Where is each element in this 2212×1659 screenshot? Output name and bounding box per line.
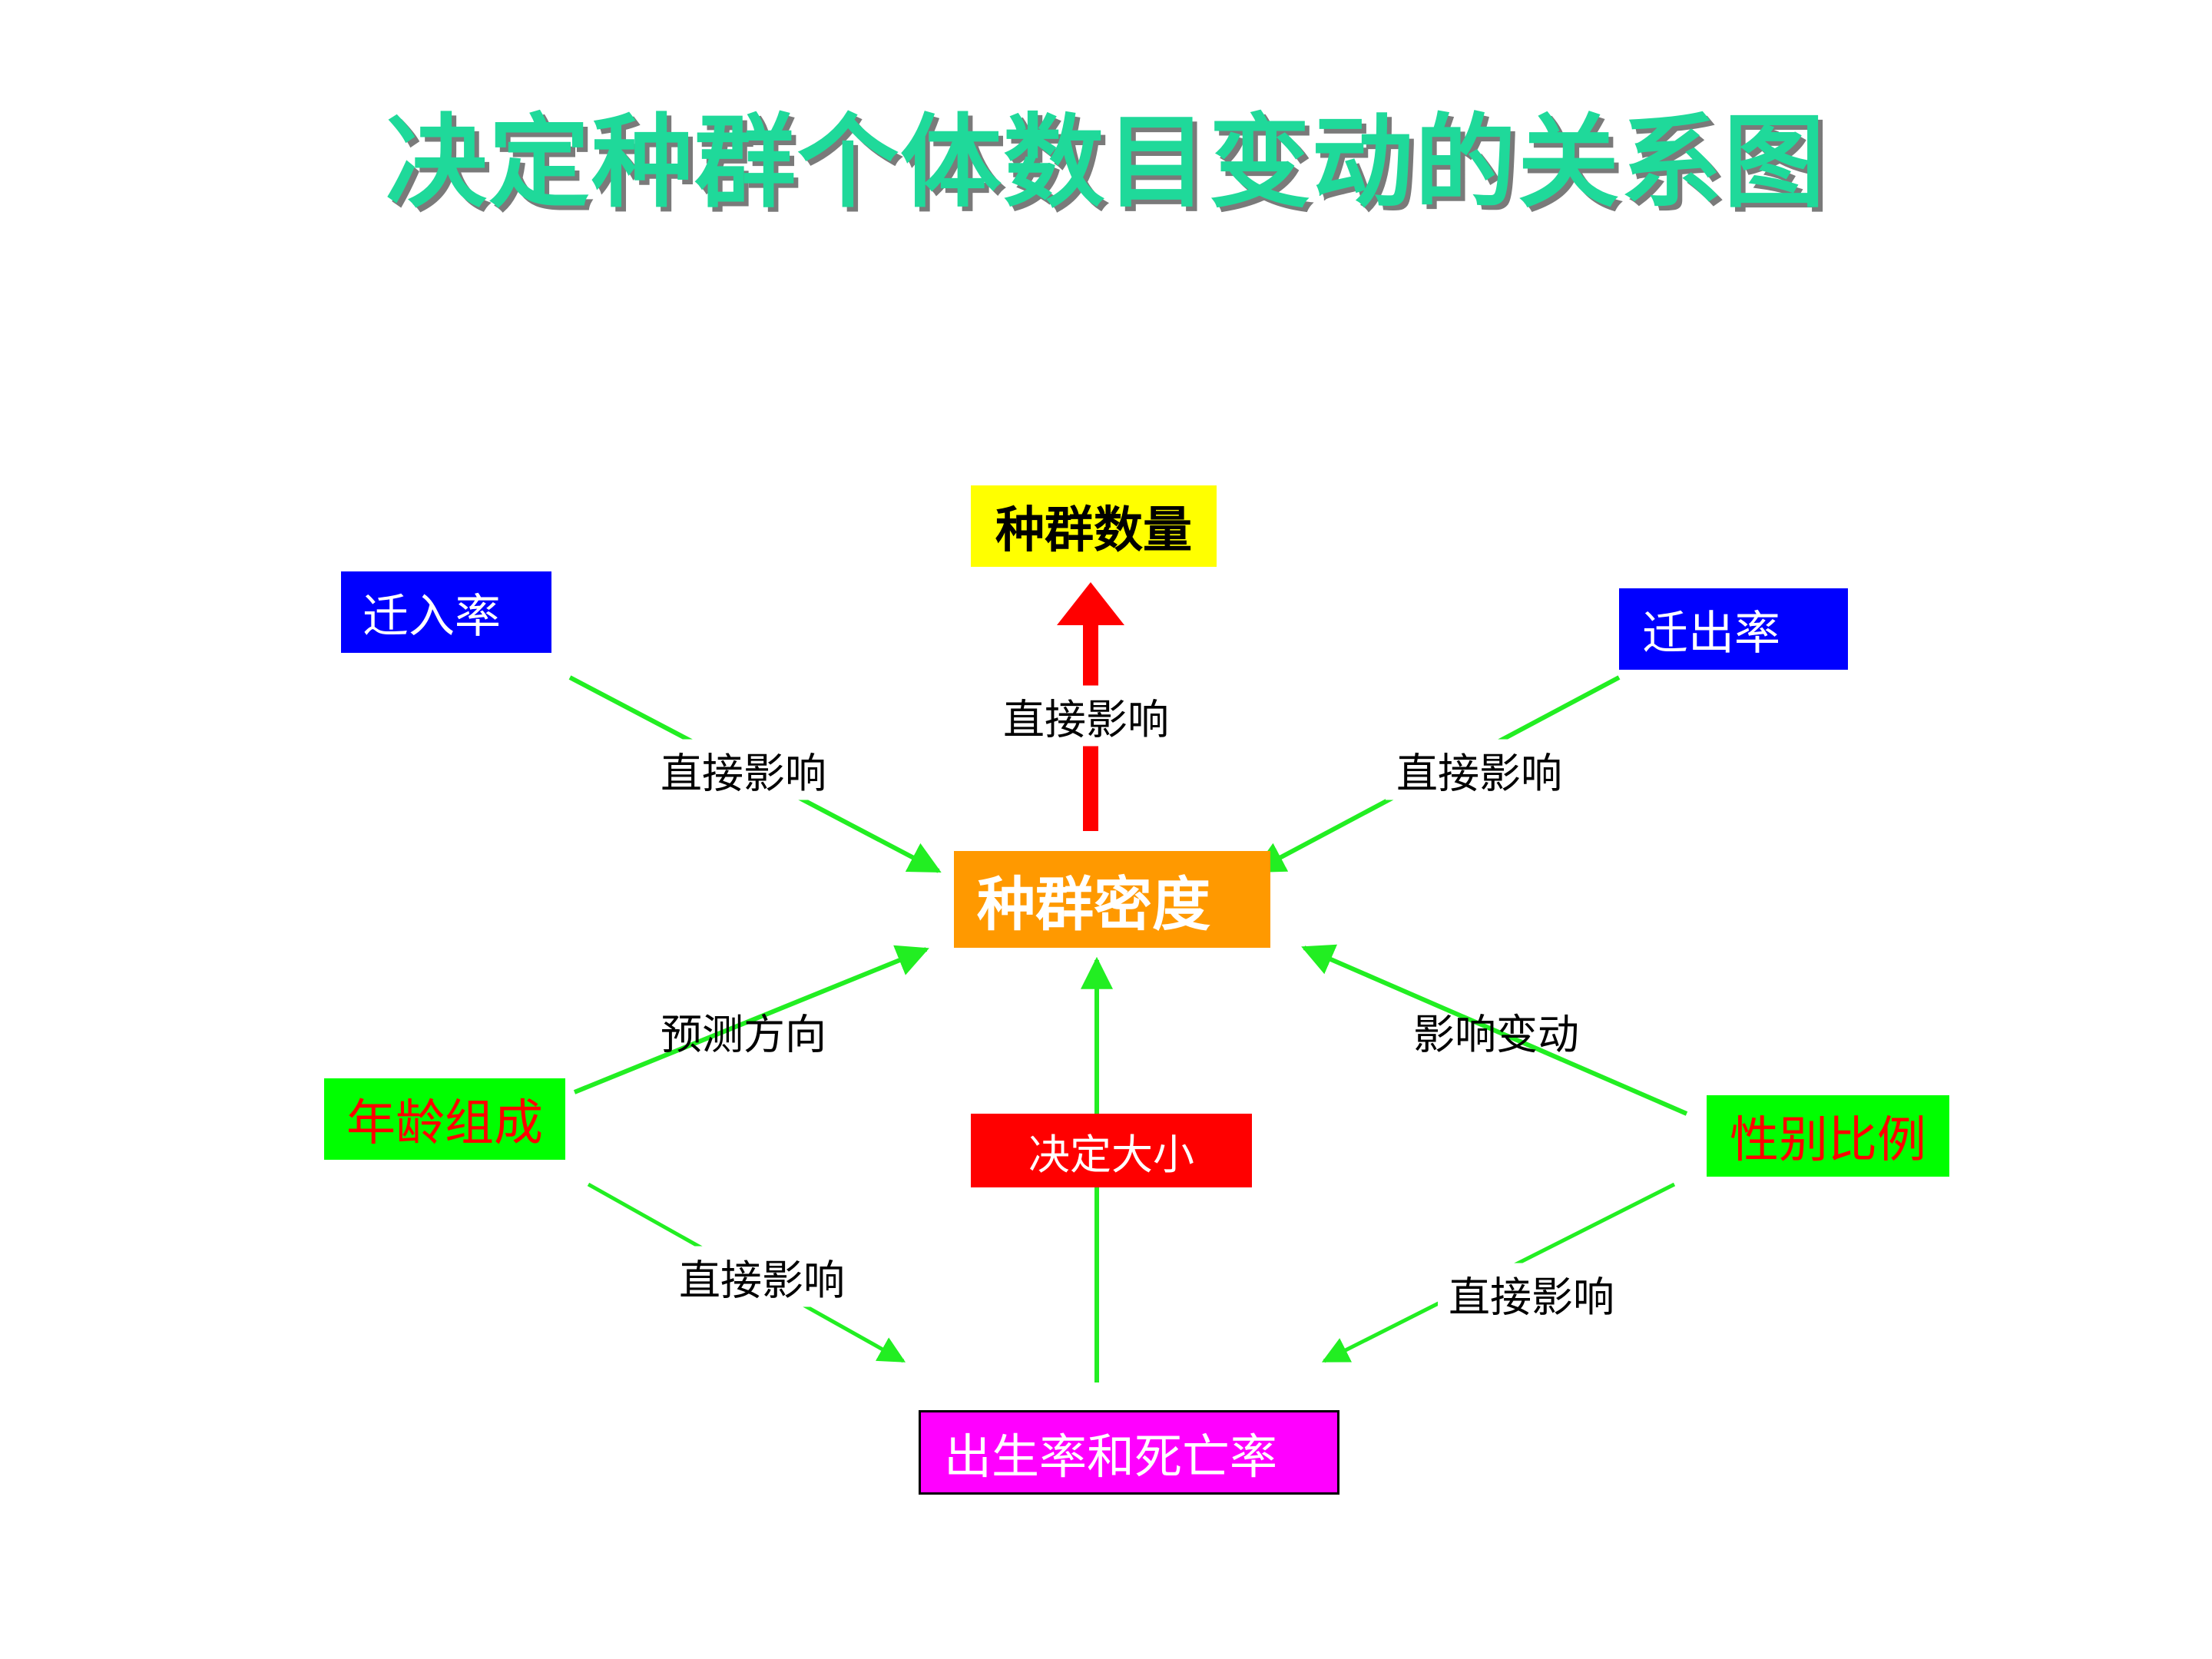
label-age-to-density: 预测方向 [661, 1010, 826, 1059]
node-emigration-rate: 迁出率 [1619, 588, 1848, 670]
arrow-sex-to-density [1301, 944, 1688, 1116]
node-age-structure: 年龄组成 [324, 1078, 565, 1160]
node-birth-death-rate: 出生率和死亡率 [919, 1410, 1339, 1495]
label-sex-to-density: 影响变动 [1413, 1010, 1579, 1059]
arrow-age-to-density [573, 945, 929, 1094]
node-immigration-rate: 迁入率 [341, 571, 551, 653]
label-birth-death-to-density: 决定大小 [971, 1114, 1252, 1187]
label-emigration-to-density: 直接影响 [1386, 739, 1573, 800]
node-sex-ratio: 性别比例 [1707, 1095, 1949, 1177]
page-title: 决定种群个体数目变动的关系图 [386, 104, 1826, 222]
label-immigration-to-density: 直接影响 [650, 739, 837, 800]
label-age-to-birth-death: 直接影响 [668, 1246, 856, 1307]
arrow-density-to-size-head [1057, 582, 1124, 625]
node-population-size: 种群数量 [971, 485, 1217, 567]
node-population-density: 种群密度 [954, 851, 1270, 948]
label-density-to-size: 直接影响 [992, 685, 1180, 747]
label-sex-to-birth-death: 直接影响 [1438, 1263, 1625, 1324]
